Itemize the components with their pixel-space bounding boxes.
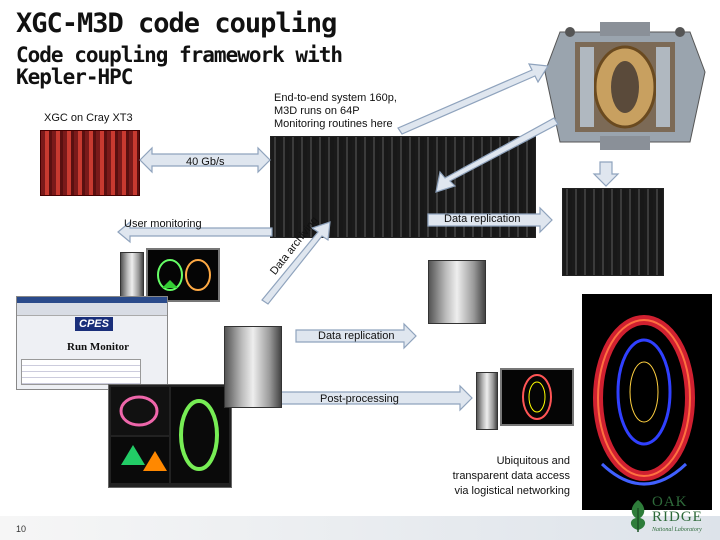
ubiquitous-line-1: Ubiquitous and (496, 455, 570, 467)
end-to-end-line-1: End-to-end system 160p, (274, 92, 397, 104)
logo-line-3: National Laboratory (652, 527, 702, 533)
footer-bar (0, 516, 720, 540)
end-to-end-text: End-to-end system 160p, M3D runs on 64P … (274, 92, 397, 131)
user-monitoring-label: User monitoring (124, 218, 202, 230)
diagonal-arrow-tokamak (435, 117, 559, 193)
end-to-end-line-2: M3D runs on 64P (274, 105, 360, 117)
ubiquitous-line-2: transparent data access (452, 470, 570, 482)
workstation-right (424, 256, 492, 326)
post-processing-arrow (279, 384, 473, 412)
end-to-end-line-3: Monitoring routines here (274, 118, 393, 130)
tokamak-image (540, 12, 710, 160)
subtitle-line-1: Code coupling framework with (16, 43, 343, 67)
ubiquitous-line-3: via logistical networking (454, 485, 570, 497)
user-monitoring-arrow (117, 220, 273, 244)
subtitle-line-2: Kepler-HPC (16, 65, 133, 89)
logo-line-1: OAK (652, 494, 688, 510)
oak-ridge-logo: OAK RIDGE National Laboratory (626, 494, 714, 538)
data-replication-arrow-mid (295, 322, 417, 350)
slide-subtitle: Code coupling framework with Kepler-HPC (16, 43, 343, 89)
bandwidth-arrow (139, 146, 271, 174)
data-replication-label-top: Data replication (444, 213, 521, 225)
cpes-logo: CPES (75, 317, 113, 331)
right-cluster-image (562, 188, 664, 276)
workstation-post (476, 368, 574, 432)
data-archiving-arrow (261, 221, 331, 305)
slide-title: XGC-M3D code coupling (16, 8, 337, 39)
diagonal-arrow-top (397, 63, 550, 135)
cray-xt3-image (40, 130, 140, 196)
plasma-visualization-image (582, 294, 712, 510)
run-monitor-heading: Run Monitor (67, 341, 130, 353)
visualization-window (108, 384, 232, 488)
bandwidth-label: 40 Gb/s (186, 156, 225, 168)
post-processing-label: Post-processing (320, 393, 399, 405)
workstation-center (220, 316, 290, 412)
ubiquitous-text: Ubiquitous and transparent data access v… (420, 454, 570, 499)
data-replication-arrow-top (427, 206, 553, 234)
down-arrow-right (592, 161, 620, 187)
data-replication-label-mid: Data replication (318, 330, 395, 342)
page-number: 10 (16, 524, 27, 534)
run-monitor-window: CPES Run Monitor (16, 296, 168, 390)
xgc-cray-label: XGC on Cray XT3 (44, 112, 133, 124)
logo-line-2: RIDGE (652, 509, 703, 525)
oak-leaf-icon (630, 500, 646, 532)
